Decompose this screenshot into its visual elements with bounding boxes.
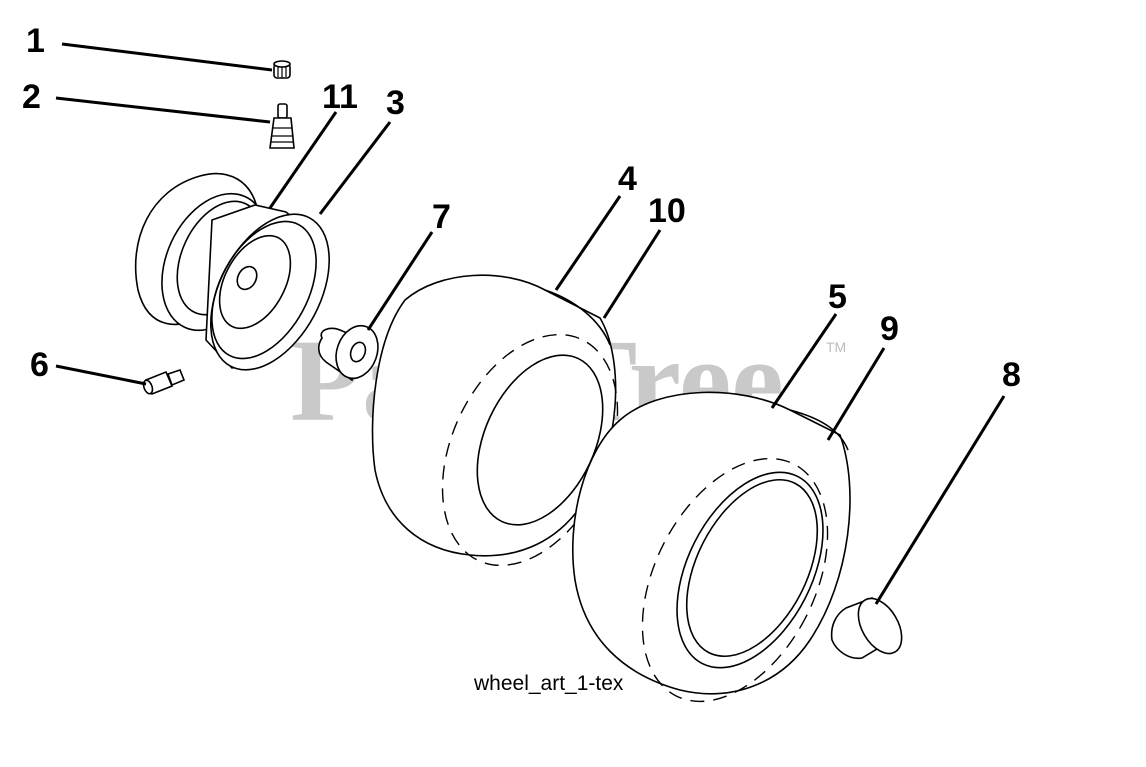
callout-6: 6 [30,346,49,384]
callout-7: 7 [432,198,451,236]
leader-1 [61,42,273,72]
diagram-caption: wheel_art_1-tex [473,672,624,695]
callout-8: 8 [1002,356,1021,394]
leader-lines [55,42,1006,605]
leader-5 [770,313,838,409]
leader-7 [366,231,434,331]
valve-stem-part[interactable] [269,103,295,149]
cap-part[interactable] [830,591,911,661]
callouts: 1 2 11 3 7 4 10 5 9 8 6 [22,22,1021,394]
leader-11 [268,111,338,209]
callout-2: 2 [22,78,41,116]
callout-5: 5 [828,278,847,316]
callout-1: 1 [26,22,45,60]
leader-6 [55,364,147,386]
leader-10 [602,229,662,319]
callout-10: 10 [648,192,686,230]
bearing-part[interactable] [317,320,385,384]
watermark-trademark: TM [826,339,846,355]
leader-9 [826,347,886,441]
grease-fitting-part[interactable] [142,369,186,396]
valve-cap-part[interactable] [273,60,291,79]
leader-3 [318,121,392,215]
leader-8 [874,395,1006,605]
tire-rear-part[interactable] [572,391,866,732]
leader-2 [55,96,271,124]
callout-9: 9 [880,310,899,348]
callout-3: 3 [386,84,405,122]
rim-part[interactable] [134,172,354,390]
callout-11: 11 [322,78,358,116]
leader-4 [554,195,622,291]
callout-4: 4 [618,160,637,198]
